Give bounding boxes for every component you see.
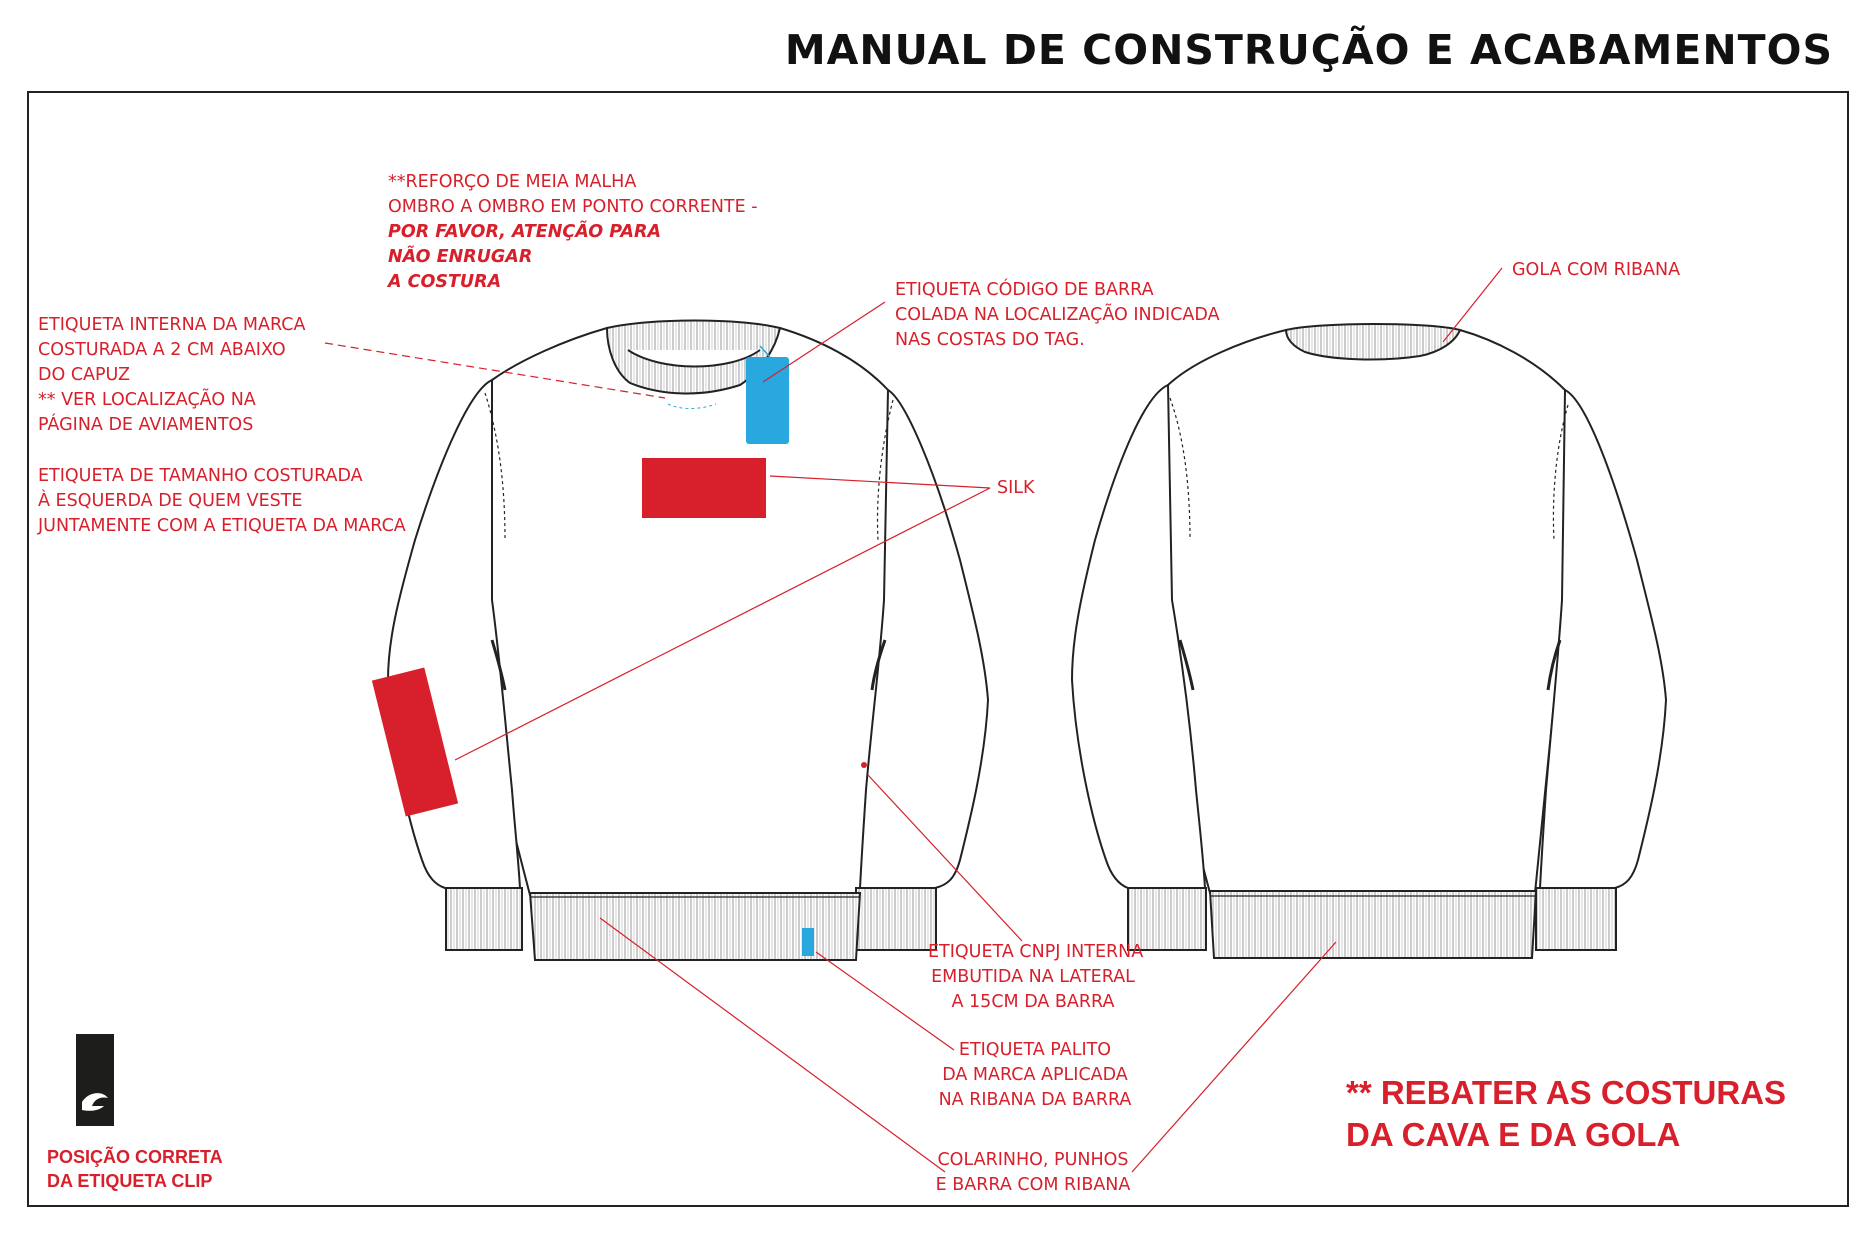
back-waistband (1208, 890, 1538, 959)
note-reforco-line4: NÃO ENRUGAR (388, 247, 533, 267)
note-etiqueta-tamanho-line1: ETIQUETA DE TAMANHO COSTURADA (38, 466, 363, 486)
note-colarinho-line2: E BARRA COM RIBANA (935, 1175, 1131, 1195)
content-frame (27, 91, 1849, 1207)
note-palito-line1: ETIQUETA PALITO (958, 1040, 1112, 1060)
note-clip-line2: DA ETIQUETA CLIP (47, 1171, 213, 1191)
palito-tag (802, 928, 814, 956)
front-right-cuff (855, 887, 937, 951)
note-codigo-barra: ETIQUETA CÓDIGO DE BARRA COLADA NA LOCAL… (895, 278, 1220, 353)
note-rebater: ** REBATER AS COSTURAS DA CAVA E DA GOLA (1346, 1072, 1786, 1156)
leader-cnpj (867, 774, 1023, 942)
leader-codigo-barra (762, 301, 886, 383)
note-etiqueta-tamanho-line2: À ESQUERDA DE QUEM VESTE (38, 491, 303, 511)
note-reforco-line5: A COSTURA (388, 272, 502, 292)
back-right-sleeve (1538, 388, 1668, 889)
silk-print-chest (642, 458, 766, 518)
leader-silk-chest (769, 475, 991, 489)
back-left-cuff (1127, 887, 1207, 951)
clip-label (76, 1034, 114, 1126)
front-left-cuff (445, 887, 523, 951)
back-body (1148, 328, 1570, 894)
leader-lines (324, 267, 1503, 1173)
leader-colarinho-front (599, 917, 946, 1173)
note-rebater-line1: ** REBATER AS COSTURAS (1346, 1074, 1787, 1111)
note-etiqueta-interna-line4: ** VER LOCALIZAÇÃO NA (38, 390, 256, 410)
note-clip-line1: POSIÇÃO CORRETA (47, 1147, 223, 1167)
leader-silk-sleeve (454, 487, 991, 761)
back-left-sleeve (1070, 383, 1207, 889)
barcode-tag (746, 357, 789, 444)
leader-gola (1442, 267, 1503, 343)
front-sweatshirt (386, 319, 990, 961)
note-etiqueta-interna-line1: ETIQUETA INTERNA DA MARCA (38, 315, 306, 335)
note-reforco-line2: OMBRO A OMBRO EM PONTO CORRENTE - (388, 197, 758, 217)
back-right-cuff (1535, 887, 1617, 951)
note-etiqueta-tamanho-line3: JUNTAMENTE COM A ETIQUETA DA MARCA (38, 516, 406, 536)
page-title: MANUAL DE CONSTRUÇÃO E ACABAMENTOS (784, 26, 1833, 74)
note-gola: GOLA COM RIBANA (1512, 260, 1681, 280)
note-etiqueta-interna: ETIQUETA INTERNA DA MARCA COSTURADA A 2 … (38, 313, 305, 438)
cnpj-marker (861, 762, 867, 768)
note-cnpj-line1: ETIQUETA CNPJ INTERNA (928, 942, 1144, 962)
note-reforco-line3: POR FAVOR, ATENÇÃO PARA (388, 222, 661, 242)
note-colarinho: COLARINHO, PUNHOS E BARRA COM RIBANA (928, 1148, 1138, 1198)
note-colarinho-line1: COLARINHO, PUNHOS (937, 1150, 1129, 1170)
note-etiqueta-interna-line3: DO CAPUZ (38, 365, 131, 385)
front-waistband (528, 892, 862, 961)
silk-print-sleeve (371, 667, 459, 817)
note-cnpj-line2: EMBUTIDA NA LATERAL (931, 967, 1135, 987)
note-palito-line3: NA RIBANA DA BARRA (938, 1090, 1132, 1110)
note-rebater-line2: DA CAVA E DA GOLA (1346, 1116, 1681, 1153)
leader-palito (815, 951, 955, 1051)
brand-logo-icon (82, 1093, 108, 1111)
note-codigo-barra-line3: NAS COSTAS DO TAG. (895, 330, 1085, 350)
back-sweatshirt (1070, 323, 1668, 959)
leader-etiqueta-interna (324, 342, 666, 399)
note-cnpj-line3: A 15CM DA BARRA (951, 992, 1115, 1012)
note-codigo-barra-line2: COLADA NA LOCALIZAÇÃO INDICADA (895, 305, 1220, 325)
front-right-sleeve (858, 388, 990, 889)
note-etiqueta-tamanho: ETIQUETA DE TAMANHO COSTURADA À ESQUERDA… (38, 464, 406, 539)
note-etiqueta-interna-line2: COSTURADA A 2 CM ABAIXO (38, 340, 286, 360)
note-cnpj: ETIQUETA CNPJ INTERNA EMBUTIDA NA LATERA… (928, 940, 1144, 1015)
back-collar-rib (1284, 323, 1462, 361)
front-body (468, 326, 894, 896)
note-reforco-line1: **REFORÇO DE MEIA MALHA (388, 172, 637, 192)
note-clip: POSIÇÃO CORRETA DA ETIQUETA CLIP (47, 1145, 223, 1193)
note-reforco: **REFORÇO DE MEIA MALHA OMBRO A OMBRO EM… (388, 170, 758, 295)
leader-colarinho-back (1131, 941, 1337, 1173)
note-silk: SILK (997, 478, 1035, 498)
note-etiqueta-interna-line5: PÁGINA DE AVIAMENTOS (38, 415, 254, 435)
note-palito-line2: DA MARCA APLICADA (942, 1065, 1128, 1085)
note-codigo-barra-line1: ETIQUETA CÓDIGO DE BARRA (895, 280, 1154, 300)
note-palito: ETIQUETA PALITO DA MARCA APLICADA NA RIB… (930, 1038, 1140, 1113)
